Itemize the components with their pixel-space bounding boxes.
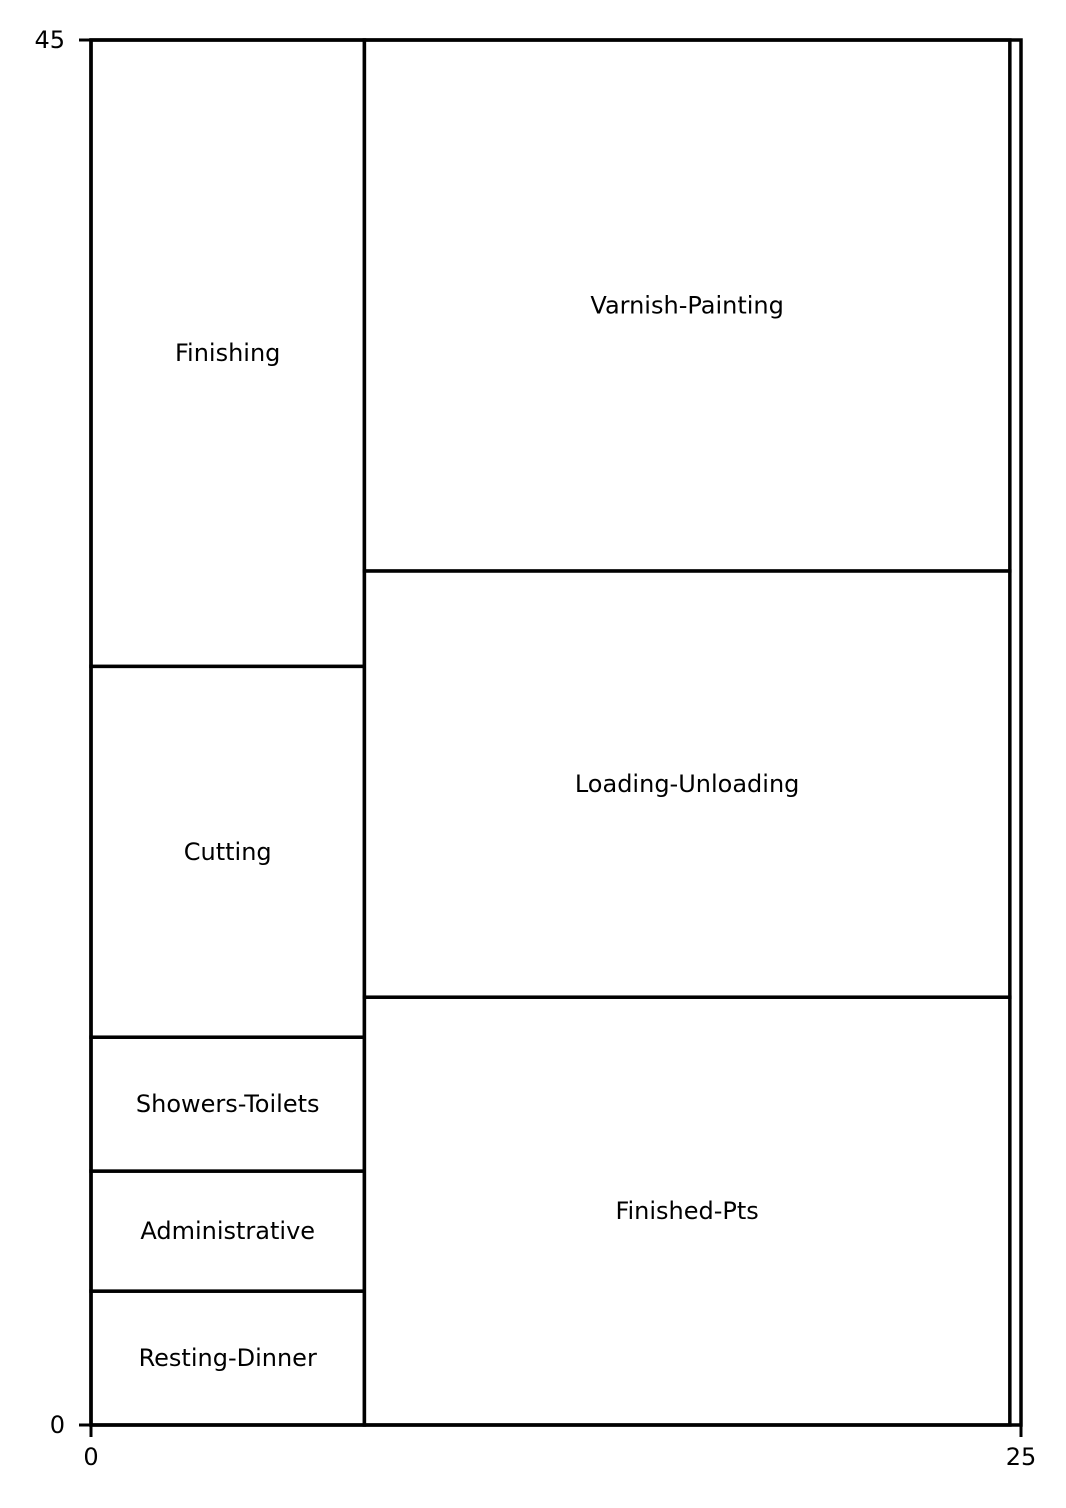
- axes: 0 25 0 45: [34, 26, 1036, 1471]
- department-label-finishing: Finishing: [175, 339, 280, 367]
- department-rect-administrative: [89, 1169, 367, 1293]
- department-label-finished-pts: Finished-Pts: [615, 1197, 758, 1225]
- department-rectangles: [89, 38, 1012, 1427]
- department-rect-cutting: [89, 664, 367, 1039]
- department-labels: Resting-Dinner Administrative Showers-Toil…: [136, 291, 800, 1372]
- department-label-loading-unloading: Loading-Unloading: [575, 770, 800, 798]
- site-boundary-rect: [89, 38, 1023, 1427]
- x-tick-label-25: 25: [1006, 1443, 1037, 1471]
- site-boundary: [89, 38, 1023, 1427]
- department-rect-finishing: [89, 38, 367, 669]
- department-rect-loading-unloading: [362, 569, 1012, 999]
- department-label-resting-dinner: Resting-Dinner: [139, 1344, 317, 1372]
- y-tick-label-0: 0: [50, 1411, 65, 1439]
- department-rect-resting-dinner: [89, 1289, 367, 1427]
- department-rect-finished-pts: [362, 995, 1012, 1427]
- y-tick-label-45: 45: [34, 26, 65, 54]
- department-label-cutting: Cutting: [184, 838, 272, 866]
- x-tick-label-0: 0: [83, 1443, 98, 1471]
- department-rect-varnish-painting: [362, 38, 1012, 573]
- department-label-administrative: Administrative: [140, 1217, 315, 1245]
- department-label-showers-toilets: Showers-Toilets: [136, 1090, 320, 1118]
- department-label-varnish-painting: Varnish-Painting: [590, 291, 783, 319]
